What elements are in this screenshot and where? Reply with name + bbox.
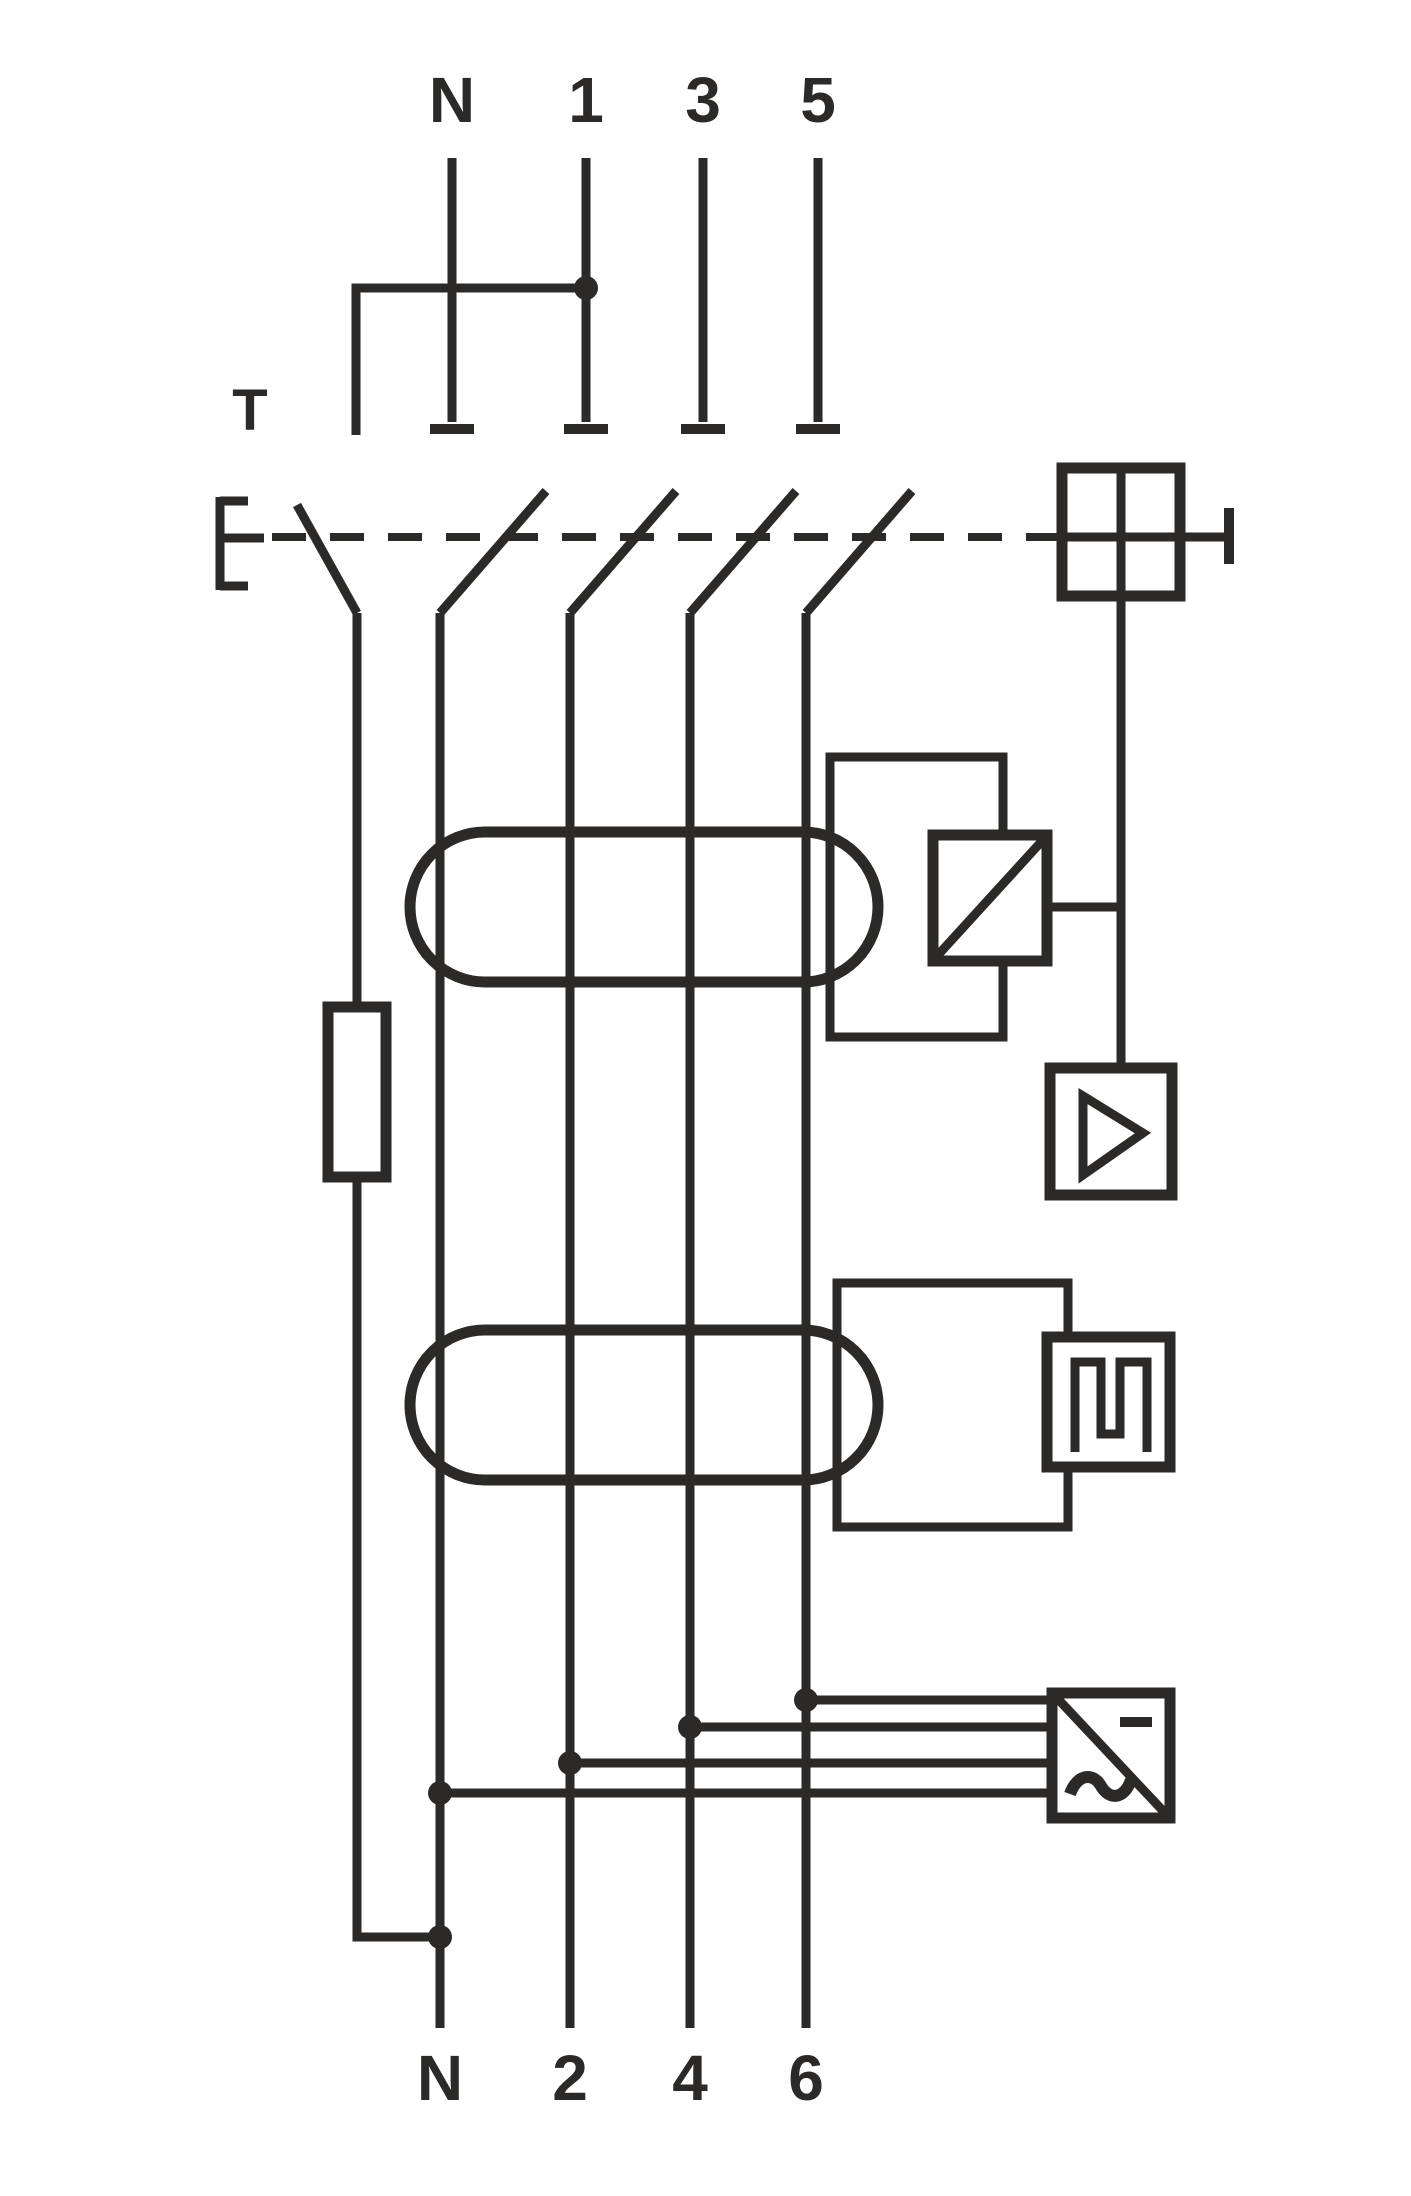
sensing-core-icon [404,826,884,988]
blade-6 [802,488,916,616]
top-terminal-labels: N 1 3 5 [429,64,836,136]
blade-n [436,488,550,616]
square-wave-glyph [1070,1357,1152,1452]
test-blade [293,502,361,616]
junction-dot-2 [558,1751,582,1775]
terminal-label-top-5: 5 [800,64,836,136]
main-contacts [272,462,1234,616]
blade-4 [686,488,800,616]
terminal-label-bottom-n: N [417,2042,463,2114]
converter-diagonal [1053,1694,1169,1817]
sensing-core-2-icon [404,1324,884,1486]
pulse-filter-icon [1041,1331,1176,1473]
amplifier-icon [1044,1062,1178,1201]
mechanism-icon [1056,462,1186,602]
power-supply-icon [1046,1687,1176,1824]
test-circuit: T [215,276,598,1949]
incoming-lines [430,158,840,434]
test-tap-wire [351,283,586,435]
test-wire-lower [352,1177,440,1942]
test-button-label: T [232,378,267,443]
bottom-terminal-labels: N 2 4 6 [417,2042,824,2114]
secondary-winding-2 [832,1278,1073,1532]
blade-2 [566,488,680,616]
terminal-label-bottom-6: 6 [788,2042,824,2114]
current-transformer-1 [404,752,1121,1042]
terminal-label-bottom-2: 2 [552,2042,588,2114]
test-resistor-icon [322,1001,392,1183]
terminal-label-bottom-4: 4 [672,2042,708,2114]
ac-symbol [1064,1771,1137,1802]
secondary-winding-1 [825,752,1008,1042]
terminal-label-top-3: 3 [685,64,721,136]
junction-dot-test-tap [574,276,598,300]
junction-dot-6 [794,1688,818,1712]
terminal-label-top-1: 1 [568,64,604,136]
amplifier-triangle [1078,1087,1152,1184]
trip-relay-icon [927,829,1053,967]
test-button-icon [215,496,264,591]
terminal-label-top-n: N [429,64,475,136]
junction-dot-4 [678,1715,702,1739]
current-transformer-2 [404,1278,1176,1532]
pole-conductors [435,613,811,2028]
power-supply-taps [428,1688,1052,1805]
junction-dot-n [428,1781,452,1805]
